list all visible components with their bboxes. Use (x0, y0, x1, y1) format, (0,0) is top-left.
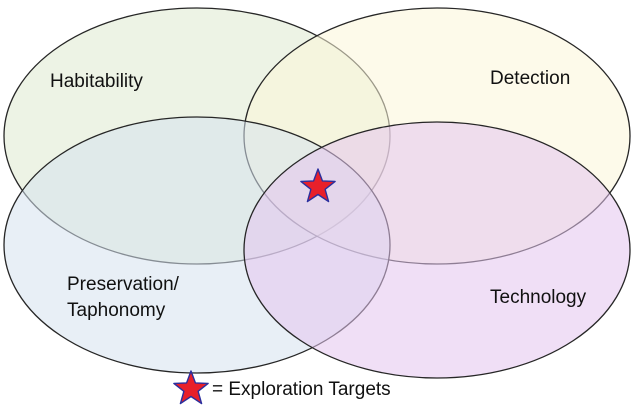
legend-star-icon (173, 370, 209, 405)
set-label-technology: Technology (490, 287, 587, 308)
set-ellipses (3, 7, 631, 379)
set-labels: Habitability Detection Preservation/ Tap… (50, 68, 587, 321)
set-label-detection: Detection (490, 68, 570, 89)
star-icon (300, 168, 336, 203)
legend-text: = Exploration Targets (212, 379, 391, 400)
set-label-preservation: Preservation/ Taphonomy (67, 274, 184, 321)
set-technology-ellipse (243, 121, 631, 379)
set-label-habitability: Habitability (50, 71, 143, 92)
legend: = Exploration Targets (173, 370, 391, 405)
